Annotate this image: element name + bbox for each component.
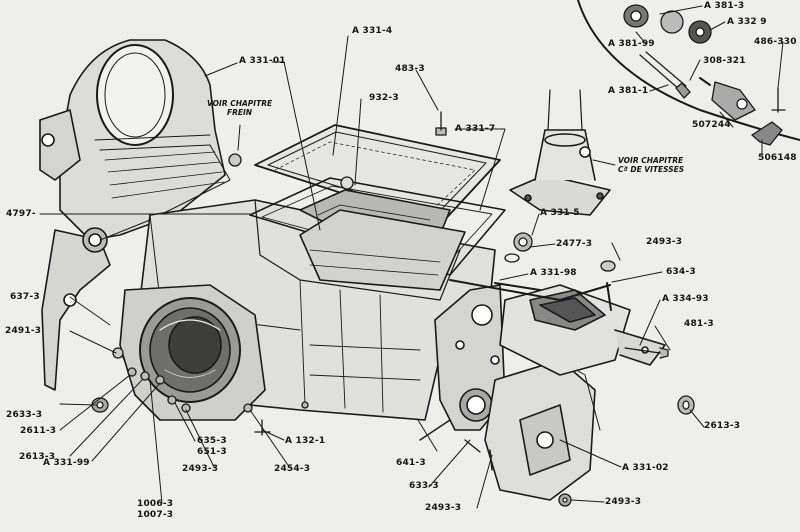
label-2493-3-upper: 2493-3 [646,237,683,247]
label-4797: 4797- [6,209,36,219]
label-a381-99: A 381-99 [608,39,655,49]
label-2633-3: 2633-3 [6,410,43,420]
label-a331-5: A 331 5 [540,208,580,218]
selector-tower [509,89,611,216]
label-a334-93: A 334-93 [662,294,709,304]
label-506148: 506148 [758,153,797,163]
leader-lines [39,5,784,509]
label-633-3: 633-3 [409,481,439,491]
label-2493-3-bottom-left: 2493-3 [182,464,219,474]
label-a331-99: A 331-99 [43,458,90,468]
inset-parts [623,4,786,146]
selector-block [499,284,666,376]
label-483-3: 483-3 [395,64,425,74]
shaft [449,279,611,301]
label-635-3: 635-3 [197,436,227,446]
label-2454-3: 2454-3 [274,464,311,474]
bell-housing [39,39,231,391]
label-a332-9: A 332 9 [727,17,767,27]
label-a331-4: A 331-4 [352,26,393,36]
label-a331-7: A 331-7 [455,124,496,134]
label-507244: 507244 [692,120,731,130]
note-brake-line1: VOIR CHAPITRE [207,99,273,108]
label-1006-3: 1006-3 [137,499,174,509]
label-651-3: 651-3 [197,447,227,457]
top-cover [249,124,506,291]
note-see-brake-chapter: VOIR CHAPITRE FREIN [207,99,272,117]
label-2493-3-bottom-right: 2493-3 [605,497,642,507]
note-gearbox-line2: Cª DE VITESSES [618,165,685,174]
label-2493-3-bottom-middle: 2493-3 [425,503,462,513]
note-see-gearbox-chapter: VOIR CHAPITRE Cª DE VITESSES [618,156,684,174]
label-a331-01: A 331-01 [239,56,286,66]
rear-flange [119,284,266,421]
label-2491-3: 2491-3 [5,326,42,336]
label-a331-98: A 331-98 [530,268,577,278]
label-481-3: 481-3 [684,319,714,329]
note-brake-line2: FREIN [227,108,253,117]
intermediate-plate [434,284,506,431]
inset-border [577,0,800,141]
label-a331-02: A 331-02 [622,463,669,473]
small-hardware [91,111,695,507]
label-2477-3: 2477-3 [556,239,593,249]
note-gearbox-line1: VOIR CHAPITRE [618,156,684,165]
label-308-321: 308-321 [703,56,746,66]
label-2611-3: 2611-3 [20,426,57,436]
label-1007-3: 1007-3 [137,510,174,520]
label-2613-3-left: 2613-3 [19,452,56,462]
rear-extension-housing [484,359,601,501]
label-641-3: 641-3 [396,458,426,468]
label-a381-3: A 381-3 [704,1,745,11]
label-486-330: 486-330 [754,37,797,47]
label-932-3: 932-3 [369,93,399,103]
label-2613-3-right: 2613-3 [704,421,741,431]
label-634-3: 634-3 [666,267,696,277]
label-637-3: 637-3 [10,292,40,302]
label-a132-1: A 132-1 [285,436,326,446]
label-a381-1: A 381-1 [608,86,649,96]
